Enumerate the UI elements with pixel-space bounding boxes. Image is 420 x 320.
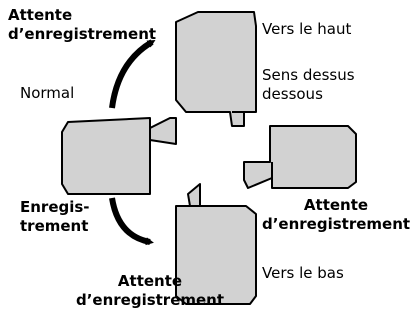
- label-standby-top: Attente d’enregistrement: [8, 6, 156, 44]
- label-standby-bottom-line1: Attente: [117, 272, 183, 290]
- label-upside-down: Sens dessus dessous: [262, 66, 355, 104]
- label-standby-top-line2: d’enregistrement: [8, 24, 157, 43]
- camera-down-icon: [175, 183, 257, 305]
- label-recording-line1: Enregis-: [20, 198, 90, 216]
- label-standby-right-line1: Attente: [303, 196, 369, 214]
- label-standby-bottom-line2: d’enregistrement: [75, 290, 225, 309]
- label-vers-le-bas: Vers le bas: [262, 264, 344, 282]
- label-recording: Enregis- trement: [20, 198, 90, 236]
- label-upside-down-line1: Sens dessus: [262, 66, 355, 84]
- label-normal: Normal: [20, 84, 75, 102]
- label-standby-right-line2: d’enregistrement: [262, 214, 411, 233]
- label-vers-le-haut: Vers le haut: [262, 20, 352, 38]
- camera-up-icon: [175, 11, 257, 127]
- camera-normal-icon: [61, 117, 177, 195]
- label-standby-bottom: Attente d’enregistrement: [70, 272, 230, 310]
- arrow-down-right: [109, 197, 154, 246]
- arrow-up-right: [109, 39, 156, 109]
- label-standby-right: Attente d’enregistrement: [262, 196, 410, 234]
- label-standby-top-line1: Attente: [8, 6, 73, 24]
- label-recording-line2: trement: [20, 216, 89, 235]
- camera-upside-down-icon: [243, 125, 357, 189]
- label-upside-down-line2: dessous: [262, 84, 323, 103]
